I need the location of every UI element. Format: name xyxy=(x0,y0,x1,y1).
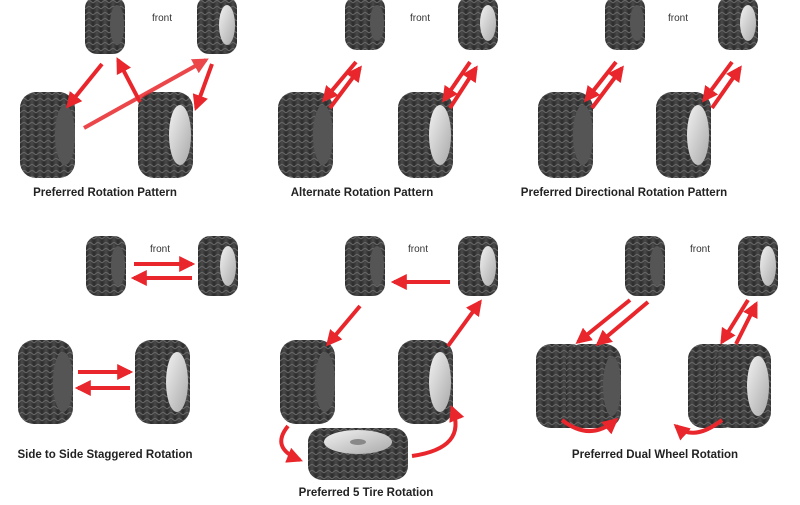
arrow-rr-to-fr xyxy=(710,65,742,110)
diagram-title: Side to Side Staggered Rotation xyxy=(17,449,192,461)
arrow-spare-to-rr xyxy=(411,405,465,458)
arrow-rr-to-fr xyxy=(734,301,758,345)
arrow-fr-to-rr xyxy=(720,298,750,345)
front-label: front xyxy=(152,13,172,24)
diagram-title: Preferred Rotation Pattern xyxy=(33,187,177,199)
rotation-arrows xyxy=(584,60,742,110)
tire-rear-left xyxy=(280,340,335,424)
front-label: front xyxy=(690,244,710,255)
tire-front-right xyxy=(197,0,237,54)
tire-rear-left xyxy=(278,92,333,178)
arrow-dual-left-swap xyxy=(560,417,619,435)
tire-spare xyxy=(308,428,408,480)
arrow-rr-to-fr xyxy=(446,299,482,348)
tire-front-left xyxy=(625,236,665,296)
tire-front-left xyxy=(345,236,385,296)
arrow-rl-to-fr xyxy=(83,58,209,130)
tire-rear-left xyxy=(20,92,75,178)
diagram-side-to-side: front Side to Side Staggered Rotation xyxy=(17,236,238,461)
diagram-directional-rotation: front Preferred Directional Rotation Pat… xyxy=(521,0,758,199)
tire-rear-right xyxy=(138,92,193,178)
tire-front-left xyxy=(345,0,385,50)
diagram-title: Preferred 5 Tire Rotation xyxy=(299,487,434,499)
tire-front-right xyxy=(738,236,778,296)
diagram-five-tire: front Preferred 5 Tire Rotation xyxy=(279,236,498,499)
tire-rear-right xyxy=(135,340,190,424)
tire-rear-right xyxy=(398,340,453,424)
tire-rear-right xyxy=(398,92,453,178)
arrow-fl-to-rl xyxy=(575,298,632,345)
diagram-dual-wheel: front Preferred Dual Wheel Rotation xyxy=(536,236,778,461)
diagram-title: Alternate Rotation Pattern xyxy=(291,187,434,199)
arrow-rl-to-fl xyxy=(328,65,362,110)
tire-front-right xyxy=(458,236,498,296)
rotation-arrows xyxy=(65,57,214,130)
arrow-rr-to-fl xyxy=(116,57,142,103)
diagram-title: Preferred Dual Wheel Rotation xyxy=(572,449,738,461)
tire-rear-left xyxy=(18,340,73,424)
front-label: front xyxy=(668,13,688,24)
tire-front-right xyxy=(198,236,238,296)
front-label: front xyxy=(410,13,430,24)
tire-front-left xyxy=(605,0,645,50)
rotation-arrows xyxy=(560,298,758,441)
arrow-fr-to-rr xyxy=(702,60,734,103)
tire-front-right xyxy=(718,0,758,50)
rotation-arrows xyxy=(279,274,482,463)
diagram-preferred-rotation: front Preferred Rotation Pattern xyxy=(20,0,237,199)
tire-front-right xyxy=(458,0,498,50)
rotation-arrows xyxy=(74,256,196,396)
tire-front-left xyxy=(86,236,126,296)
rotation-arrows xyxy=(321,60,478,110)
tire-rear-right-outer xyxy=(716,344,771,428)
tire-front-left xyxy=(85,0,125,54)
arrow-rl-to-fl xyxy=(590,65,624,110)
diagram-title: Preferred Directional Rotation Pattern xyxy=(521,187,727,199)
arrow-fl-to-rl-inner xyxy=(595,300,650,347)
diagram-alternate-rotation: front Alternate Rotation Pattern xyxy=(278,0,498,199)
tire-rear-right xyxy=(656,92,711,178)
arrow-fl-to-rl xyxy=(325,304,362,347)
arrow-fr-to-rr xyxy=(192,63,214,112)
front-label: front xyxy=(408,244,428,255)
arrow-rl-to-spare xyxy=(279,424,303,463)
arrow-rr-to-fr xyxy=(448,65,478,110)
tire-rear-left xyxy=(538,92,593,178)
arrow-dual-right-swap xyxy=(673,418,724,441)
arrow-fl-to-rl xyxy=(65,62,104,109)
front-label: front xyxy=(150,244,170,255)
tire-rear-left-inner xyxy=(566,344,621,428)
